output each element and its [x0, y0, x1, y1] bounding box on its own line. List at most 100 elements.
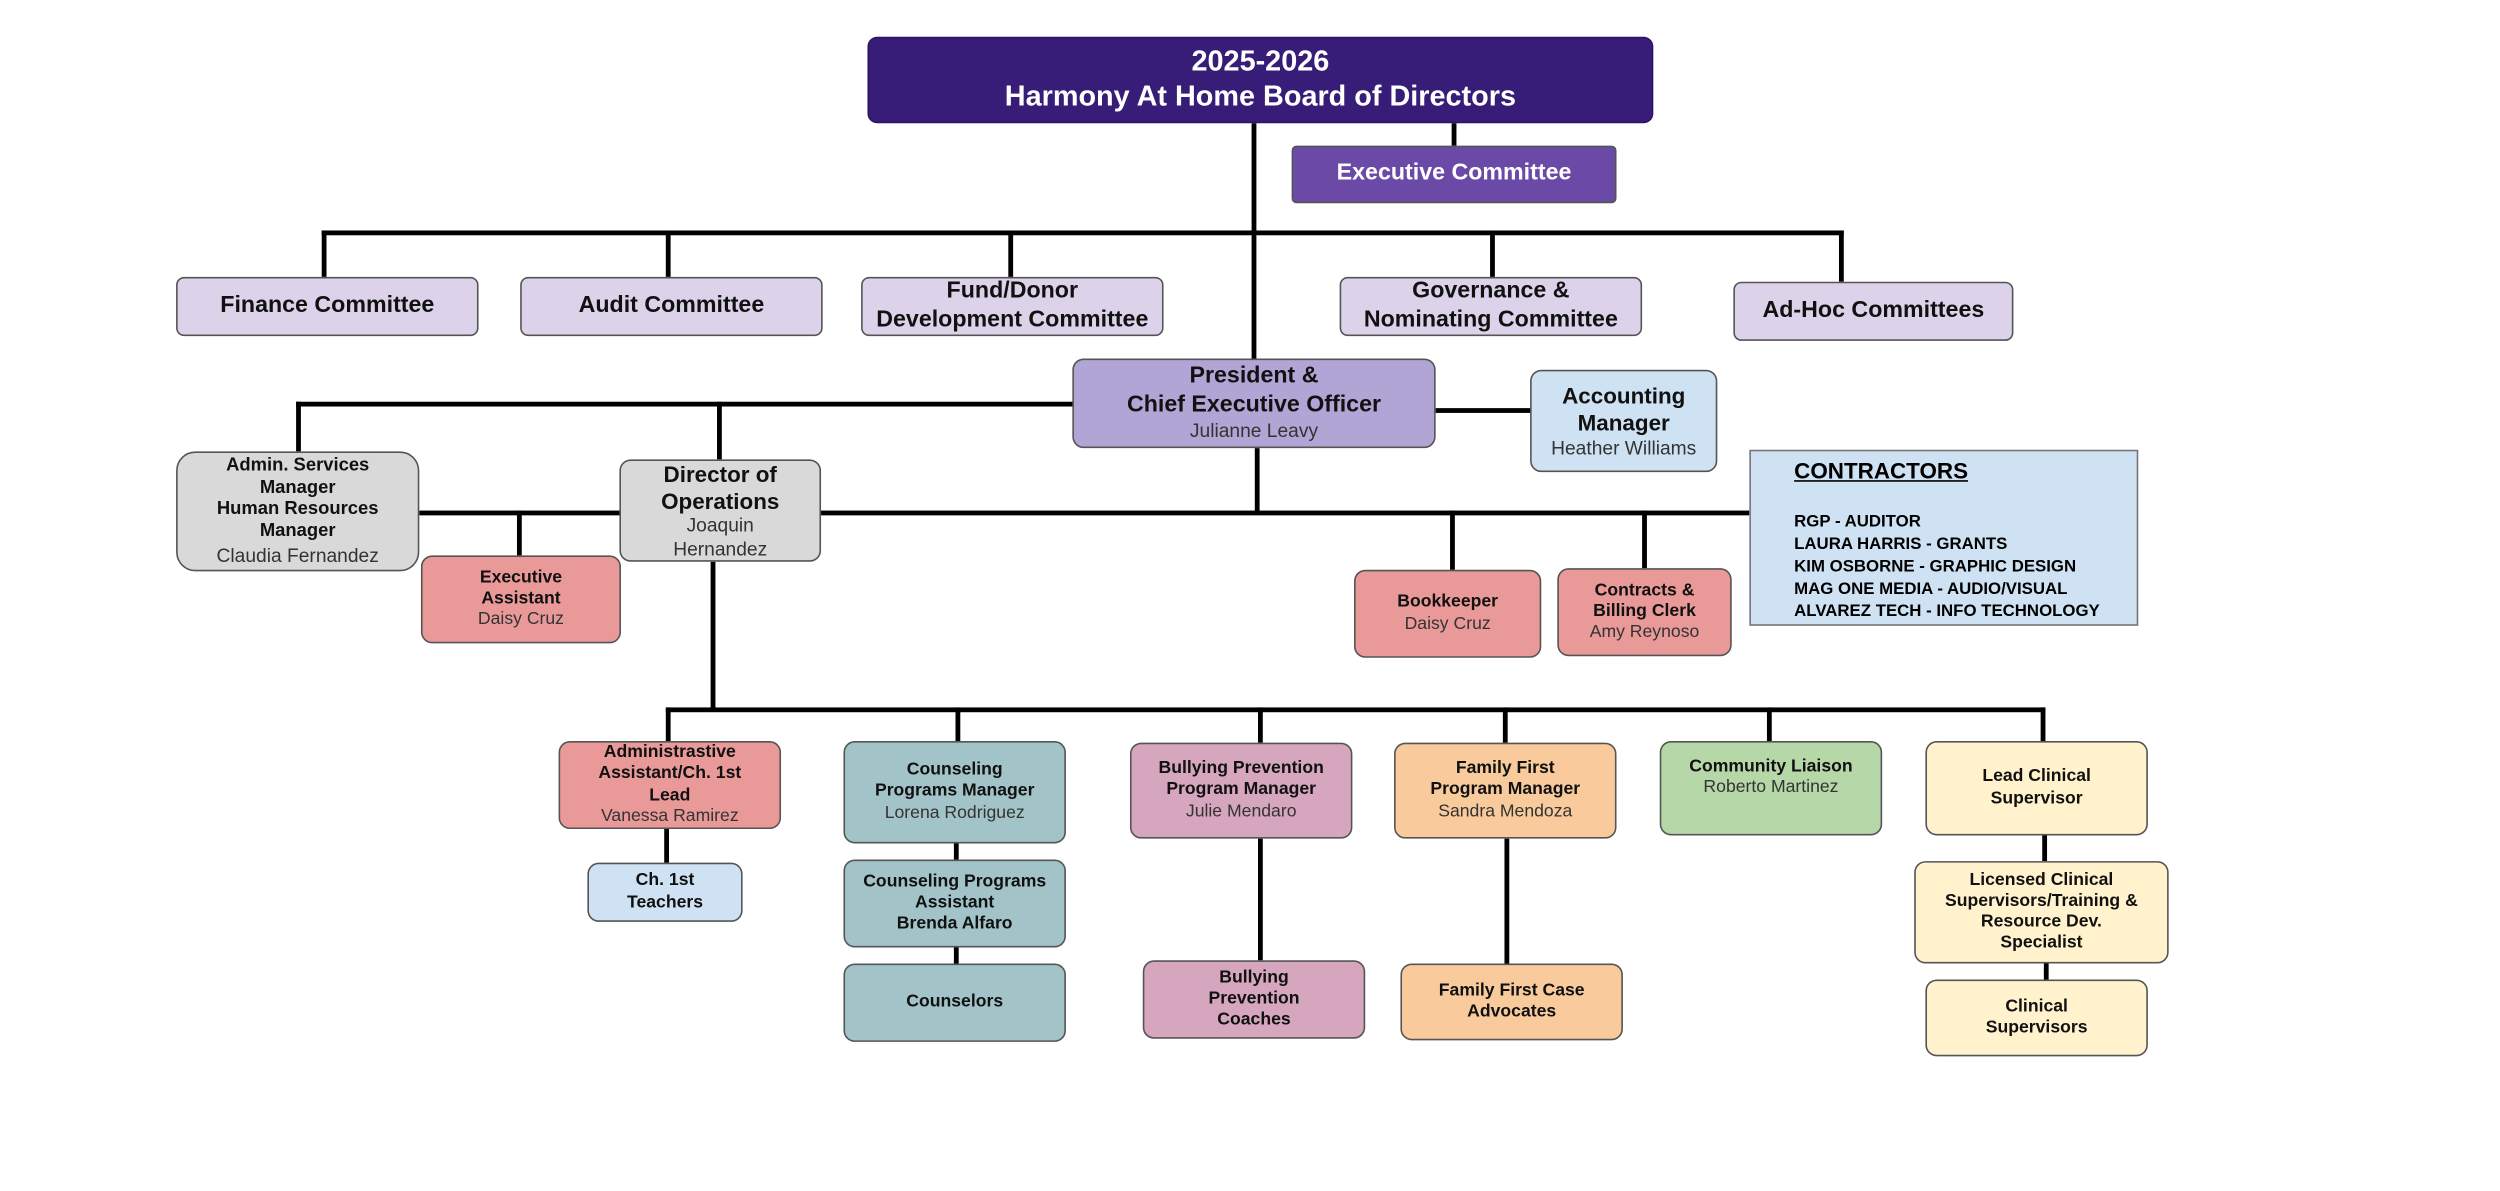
position-title: Director of Operations: [661, 460, 780, 514]
connector: [1490, 230, 1495, 277]
ch1-teachers-box[interactable]: Ch. 1st Teachers: [587, 862, 743, 922]
position-title: Counseling Programs Assistant Brenda Alf…: [863, 871, 1047, 934]
position-title: Administrastive Assistant/Ch. 1st Lead: [598, 742, 742, 805]
person-name: Vanessa Ramirez: [600, 806, 739, 826]
connector: [664, 829, 670, 863]
finance-committee-box[interactable]: Finance Committee: [176, 276, 479, 337]
connector: [953, 843, 959, 860]
bookkeeper-box[interactable]: Bookkeeper Daisy Cruz: [1354, 569, 1542, 658]
connector: [1838, 230, 1844, 282]
contractor-item: LAURA HARRIS - GRANTS: [1794, 534, 2008, 554]
executive-committee-label: Executive Committee: [1336, 160, 1572, 187]
audit-committee-box[interactable]: Audit Committee: [520, 276, 823, 337]
contractors-heading: CONTRACTORS: [1794, 457, 1969, 484]
connector: [321, 230, 1844, 236]
bullying-coaches-box[interactable]: Bullying Prevention Coaches: [1142, 960, 1366, 1039]
connector: [1254, 448, 1260, 514]
connector: [710, 561, 716, 711]
lead-clinical-supervisor-box[interactable]: Lead Clinical Supervisor: [1925, 741, 2148, 836]
licensed-clinical-box[interactable]: Licensed Clinical Supervisors/Training &…: [1914, 861, 2169, 964]
contractor-item: ALVAREZ TECH - INFO TECHNOLOGY: [1794, 601, 2100, 621]
connector: [1251, 123, 1257, 364]
admin-assistant-box[interactable]: Administrastive Assistant/Ch. 1st Lead V…: [558, 741, 782, 830]
person-name: Amy Reynoso: [1589, 622, 1700, 642]
board-year: 2025-2026: [1191, 45, 1330, 78]
executive-assistant-box[interactable]: Executive Assistant Daisy Cruz: [420, 555, 621, 644]
family-first-manager-box[interactable]: Family First Program Manager Sandra Mend…: [1394, 742, 1617, 839]
position-title: Admin. Services Manager Human Resources …: [216, 455, 379, 542]
person-name: Roberto Martinez: [1703, 778, 1839, 798]
connector: [296, 401, 1074, 407]
director-operations-box[interactable]: Director of Operations Joaquin Hernandez: [619, 459, 822, 562]
position-title: Licensed Clinical Supervisors/Training &…: [1945, 870, 2138, 953]
connector: [516, 510, 522, 556]
person-name: Daisy Cruz: [1404, 613, 1491, 633]
person-name: Joaquin Hernandez: [673, 514, 768, 560]
committee-label: Finance Committee: [220, 292, 435, 319]
person-name: Julianne Leavy: [1189, 419, 1319, 443]
position-title: Bookkeeper: [1397, 592, 1499, 612]
connector: [1502, 707, 1508, 743]
accounting-manager-box[interactable]: Accounting Manager Heather Williams: [1530, 369, 1718, 473]
connector: [1504, 838, 1510, 964]
connector: [665, 707, 671, 742]
admin-services-box[interactable]: Admin. Services Manager Human Resources …: [176, 451, 420, 572]
person-name: Sandra Mendoza: [1438, 801, 1573, 821]
connector: [2043, 963, 2049, 980]
position-title: Ch. 1st Teachers: [626, 871, 704, 912]
board-of-directors-box[interactable]: 2025-2026 Harmony At Home Board of Direc…: [867, 36, 1654, 124]
position-title: Community Liaison: [1689, 757, 1853, 777]
position-title: Clinical Supervisors: [1985, 996, 2088, 1038]
connector: [1642, 510, 1647, 569]
community-liaison-box[interactable]: Community Liaison Roberto Martinez: [1659, 741, 1883, 836]
connector: [1257, 707, 1263, 743]
person-name: Lorena Rodriguez: [884, 802, 1025, 823]
contracts-clerk-box[interactable]: Contracts & Billing Clerk Amy Reynoso: [1557, 568, 1732, 657]
position-title: Counselors: [906, 992, 1004, 1012]
connector: [955, 707, 961, 742]
contractor-item: MAG ONE MEDIA - AUDIO/VISUAL: [1794, 579, 2068, 599]
person-name: Daisy Cruz: [477, 609, 565, 630]
president-box[interactable]: President & Chief Executive Officer Juli…: [1072, 358, 1436, 449]
position-title: Executive Assistant: [479, 567, 563, 609]
clinical-supervisors-box[interactable]: Clinical Supervisors: [1925, 979, 2148, 1057]
connector: [1450, 510, 1455, 570]
connector: [1008, 230, 1014, 277]
board-title: Harmony At Home Board of Directors: [1004, 80, 1516, 113]
connector: [321, 230, 327, 277]
connector: [821, 510, 1750, 516]
person-name: Claudia Fernandez: [216, 543, 379, 567]
counselors-box[interactable]: Counselors: [843, 963, 1066, 1042]
governance-committee-box[interactable]: Governance & Nominating Committee: [1339, 276, 1643, 337]
connector: [717, 401, 722, 460]
committee-label: Audit Committee: [578, 292, 765, 319]
counseling-assistant-box[interactable]: Counseling Programs Assistant Brenda Alf…: [843, 859, 1066, 948]
person-name: Heather Williams: [1551, 436, 1697, 459]
executive-committee-box[interactable]: Executive Committee: [1291, 145, 1617, 204]
committee-label: Fund/Donor Development Committee: [876, 278, 1149, 333]
family-first-advocates-box[interactable]: Family First Case Advocates: [1400, 963, 1623, 1041]
connector: [296, 401, 301, 452]
position-title: Bullying Prevention Program Manager: [1158, 758, 1324, 800]
position-title: Accounting Manager: [1562, 382, 1686, 436]
person-name: Julie Mendaro: [1185, 801, 1297, 821]
connector: [1766, 707, 1772, 742]
connector: [2040, 707, 2046, 742]
connector: [1435, 408, 1532, 413]
counseling-manager-box[interactable]: Counseling Programs Manager Lorena Rodri…: [843, 741, 1066, 844]
connector: [2042, 835, 2048, 862]
bullying-manager-box[interactable]: Bullying Prevention Program Manager Juli…: [1129, 742, 1353, 839]
position-title: Contracts & Billing Clerk: [1593, 580, 1696, 621]
connector: [1451, 123, 1457, 146]
committee-label: Ad-Hoc Committees: [1762, 297, 1985, 323]
position-title: Family First Program Manager: [1430, 758, 1581, 800]
committee-label: Governance & Nominating Committee: [1363, 278, 1618, 333]
position-title: Bullying Prevention Coaches: [1208, 967, 1300, 1030]
connector: [665, 707, 2046, 713]
position-title: Counseling Programs Manager: [874, 760, 1035, 801]
adhoc-committees-box[interactable]: Ad-Hoc Committees: [1733, 281, 2014, 341]
contractor-item: RGP - AUDITOR: [1794, 512, 1921, 532]
contractors-box: CONTRACTORS RGP - AUDITOR LAURA HARRIS -…: [1749, 449, 2139, 626]
fund-donor-committee-box[interactable]: Fund/Donor Development Committee: [861, 276, 1164, 337]
